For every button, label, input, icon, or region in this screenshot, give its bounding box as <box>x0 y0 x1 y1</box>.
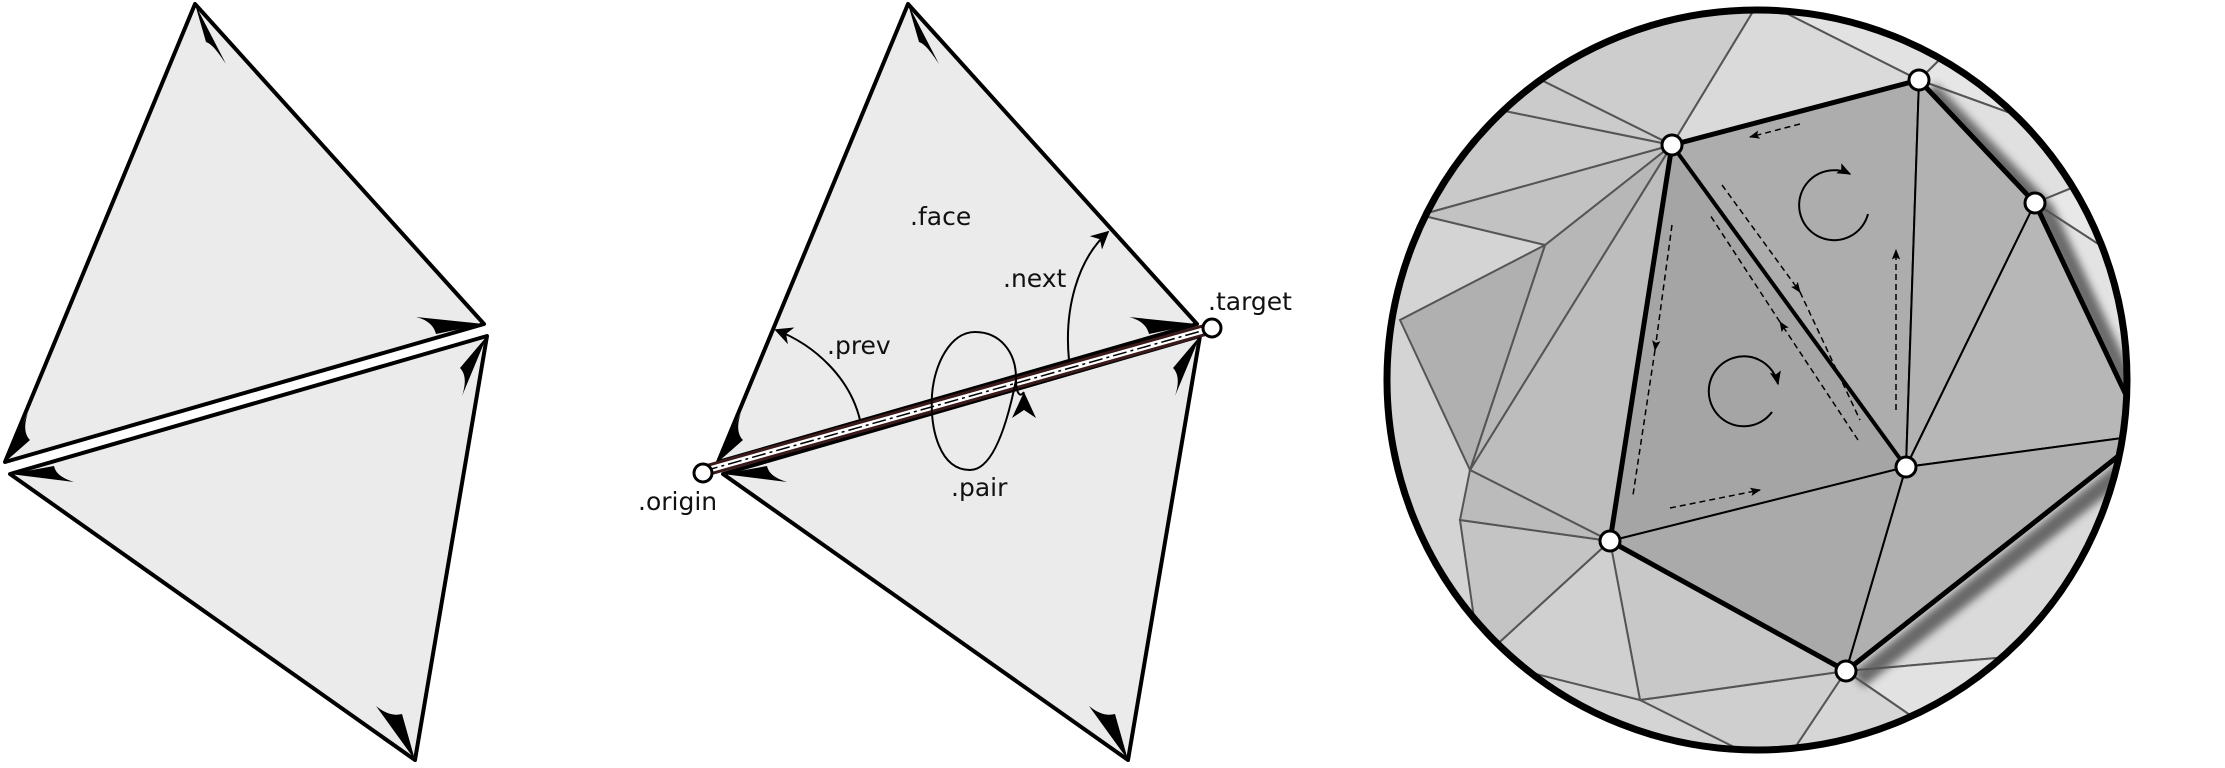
mesh-vertex <box>2023 191 2047 215</box>
panel-1-two-faces <box>3 2 489 762</box>
face-orientation-circle-lower <box>1707 355 1781 428</box>
face-orientation-circle-upper <box>1798 163 1869 242</box>
half-edge-head-right-lower <box>460 336 487 396</box>
lens-border <box>1383 6 2131 754</box>
half-edge-dashdot <box>703 327 1213 472</box>
mesh-vertex <box>2135 425 2155 445</box>
half-edge-head-left-lower <box>10 466 74 482</box>
mesh-vertex <box>1907 68 1931 92</box>
half-edge-head-left-upper <box>718 413 743 462</box>
half-edge-head-bottom <box>376 706 415 760</box>
half-edge-head-right-upper <box>1129 317 1197 334</box>
half-edge-head-top <box>195 4 226 64</box>
half-edge-dashed <box>1669 487 1762 509</box>
mesh-vertex <box>1598 529 1622 553</box>
upper-face <box>716 2 1199 464</box>
panel-3-mesh-view <box>1383 6 2225 754</box>
next-arrow <box>1067 230 1110 361</box>
target-label: .target <box>1208 287 1292 316</box>
mesh-vertex <box>1834 659 1858 683</box>
target-vertex <box>1201 317 1223 339</box>
mesh-vertex <box>1894 455 1918 479</box>
half-edge-dashed <box>1632 349 1656 496</box>
prev-arrow <box>774 327 861 421</box>
half-edge-dashed <box>1652 224 1673 352</box>
face-label: .face <box>910 202 971 231</box>
half-edge-head-left-upper <box>5 413 30 462</box>
half-edge-dashed <box>1709 214 1781 323</box>
pair-label: .pair <box>951 473 1008 502</box>
half-edge-head-bottom <box>1089 706 1128 760</box>
panel-2-half-edge-labels: .face .next .target .prev .origin .pair <box>638 2 1292 762</box>
upper-triangle-face <box>3 2 486 464</box>
lower-triangle-face <box>8 334 489 762</box>
half-edge-head-right-lower <box>1173 336 1200 396</box>
prev-label: .prev <box>827 331 891 360</box>
shared-diagonal-edge <box>1670 143 1908 469</box>
half-edge-head-left-lower <box>723 466 787 482</box>
origin-vertex <box>692 462 714 484</box>
lower-face <box>721 334 1202 762</box>
mesh-tri <box>1458 468 1611 542</box>
origin-label: .origin <box>638 487 717 516</box>
pair-loop <box>930 330 1025 472</box>
half-edge-dashed <box>1748 123 1801 139</box>
half-edge-head-right-upper <box>416 317 484 334</box>
half-edge-head-top <box>908 4 939 64</box>
mesh-tri <box>1398 242 1547 473</box>
mesh-vertex <box>1660 133 1684 157</box>
half-edge-dashed <box>1799 291 1861 421</box>
pair-arrow-head <box>1012 392 1036 418</box>
half-edge-dashed <box>1721 184 1801 293</box>
mesh-tri <box>2145 310 2225 560</box>
next-label: .next <box>1003 264 1067 293</box>
half-edge-dashed <box>1779 321 1859 441</box>
